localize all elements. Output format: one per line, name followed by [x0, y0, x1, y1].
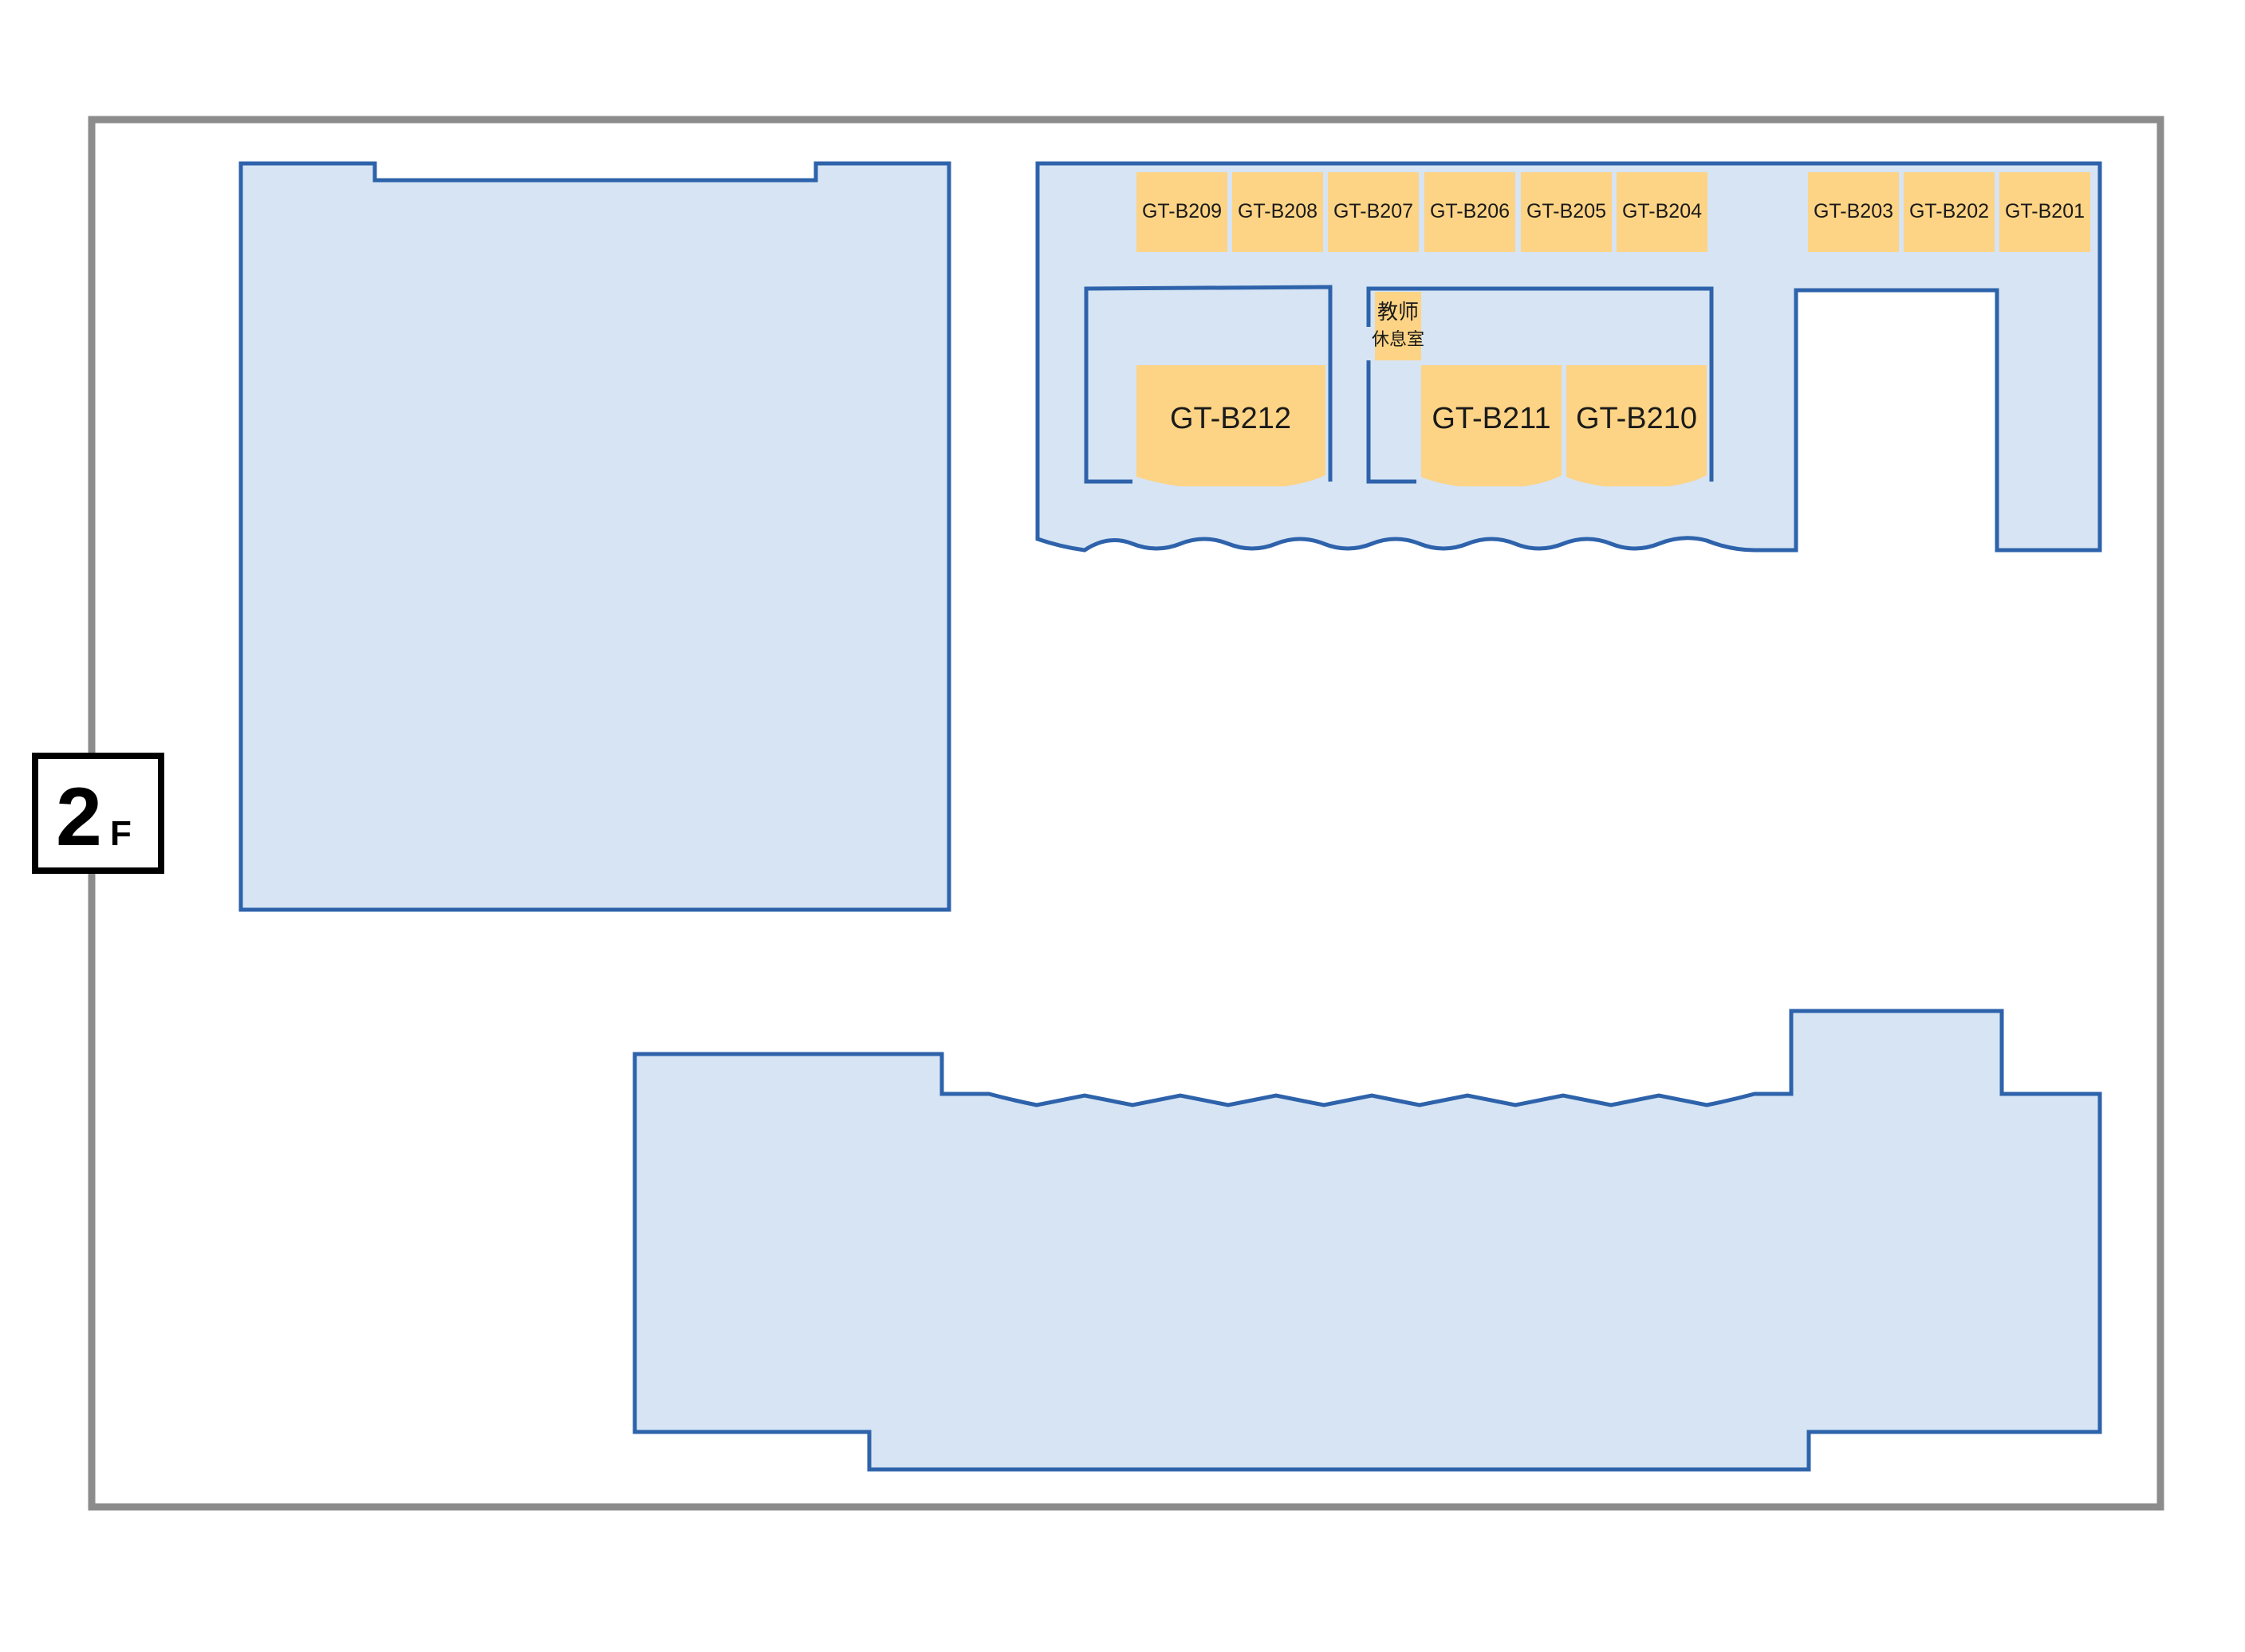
room-label-gt-b211: GT-B211	[1432, 402, 1550, 435]
room-label-gt-b202: GT-B202	[1909, 200, 1989, 222]
room-gt-b208[interactable]	[1232, 172, 1323, 252]
teacher-lounge-label-line2: 休息室	[1372, 329, 1424, 349]
room-gt-b201[interactable]	[1999, 172, 2090, 252]
room-gt-b205[interactable]	[1521, 172, 1612, 252]
floor-badge-box	[32, 753, 164, 874]
room-gt-b202[interactable]	[1904, 172, 1995, 252]
room-label-gt-b208: GT-B208	[1238, 200, 1317, 222]
room-gt-b211[interactable]	[1421, 365, 1562, 486]
room-teacher-lounge[interactable]: 教师 休息室	[1372, 292, 1424, 360]
room-label-gt-b209: GT-B209	[1142, 200, 1222, 222]
building-west	[238, 161, 951, 912]
room-label-gt-b203: GT-B203	[1814, 200, 1893, 222]
room-label-gt-b201: GT-B201	[2005, 200, 2085, 222]
room-gt-b207[interactable]	[1328, 172, 1419, 252]
teacher-lounge-label-line1: 教师	[1377, 300, 1419, 324]
room-label-gt-b210: GT-B210	[1576, 402, 1697, 435]
room-label-gt-b212: GT-B212	[1170, 402, 1291, 435]
room-row-courtyard: GT-B212 GT-B211 GT-B210	[1136, 365, 1707, 486]
room-label-gt-b204: GT-B204	[1622, 200, 1702, 222]
room-gt-b212[interactable]	[1136, 365, 1325, 486]
room-row-north: GT-B209 GT-B208 GT-B207 GT-B206 GT-B205 …	[1136, 172, 2090, 252]
room-label-gt-b205: GT-B205	[1526, 200, 1606, 222]
courtyard-wall-east-top	[1366, 286, 1714, 482]
floor-badge-number: 2	[56, 771, 102, 863]
room-gt-b204[interactable]	[1617, 172, 1707, 252]
floor-badge-suffix: F	[110, 814, 132, 853]
building-south	[632, 1009, 2102, 1472]
courtyard-wall-east	[1366, 360, 1416, 484]
room-gt-b210[interactable]	[1566, 365, 1707, 486]
room-label-gt-b206: GT-B206	[1430, 200, 1510, 222]
room-gt-b206[interactable]	[1424, 172, 1515, 252]
room-gt-b203[interactable]	[1808, 172, 1899, 252]
teacher-lounge-area[interactable]	[1375, 292, 1421, 360]
room-gt-b209[interactable]	[1136, 172, 1227, 252]
courtyard-wall-west	[1084, 285, 1333, 484]
room-label-gt-b207: GT-B207	[1333, 200, 1413, 222]
floor-badge: 2 F	[32, 753, 164, 874]
